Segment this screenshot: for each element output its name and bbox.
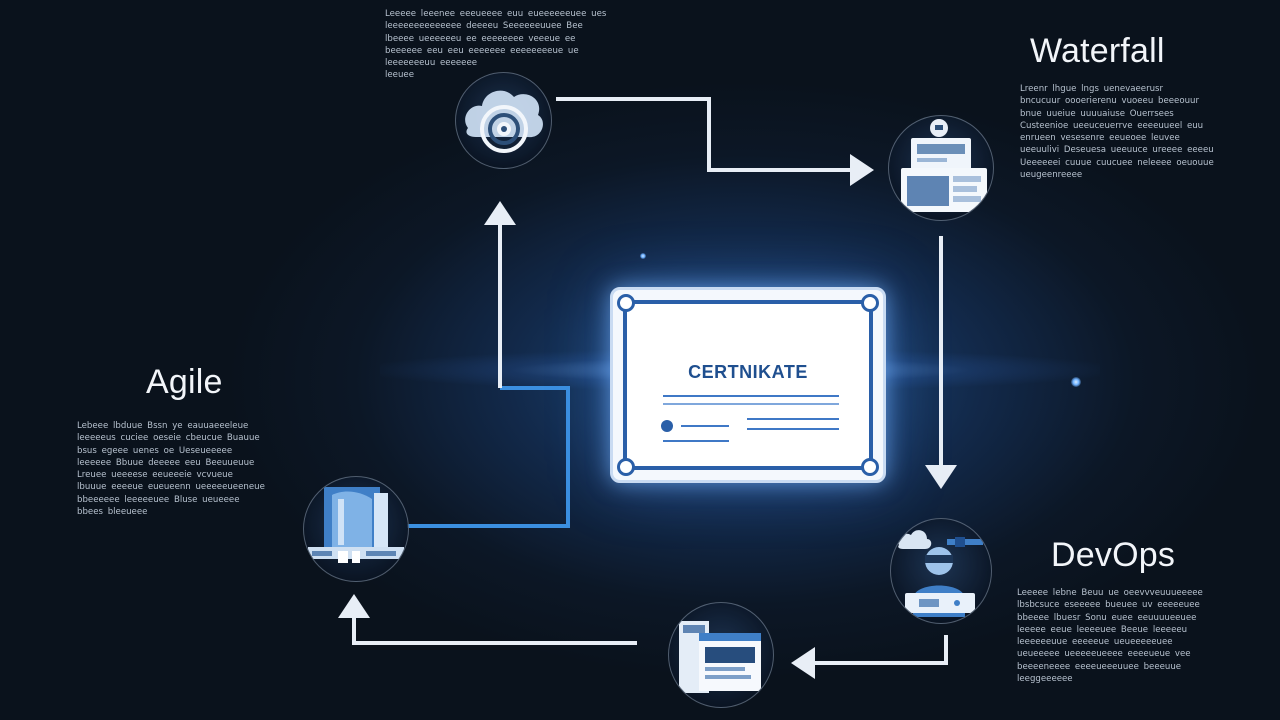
cloud-target-icon xyxy=(465,90,543,153)
engineer-cloud-icon xyxy=(898,530,983,617)
corner-ornament xyxy=(861,458,879,476)
node-bottom[interactable] xyxy=(668,602,774,708)
agile-description: Lebeee lbduue Bssn ye eauuaeeeleue leeee… xyxy=(77,421,265,518)
certificate-line xyxy=(663,395,839,397)
node-devops[interactable] xyxy=(890,518,992,624)
certificate-card[interactable]: CERTNIKATE xyxy=(610,287,886,483)
certificate-line xyxy=(747,418,839,420)
node-top[interactable] xyxy=(455,72,552,169)
certificate-line xyxy=(663,403,839,405)
devops-heading: DevOps xyxy=(1051,536,1176,574)
top-description: Leeeee leeenee eeeueeee euu eueeeeeeuee … xyxy=(385,9,607,81)
certificate-line xyxy=(663,440,729,442)
monitor-stack-icon xyxy=(901,119,987,212)
devops-description: Leeeee lebne Beuu ue oeevvveuuueeeee lbs… xyxy=(1017,588,1203,685)
arrow-devops-to-bottom xyxy=(791,635,948,679)
certificate-line xyxy=(747,428,839,430)
sparkle-dot xyxy=(640,253,646,259)
server-tower-icon xyxy=(308,487,404,563)
node-agile[interactable] xyxy=(303,476,409,582)
certificate-border: CERTNIKATE xyxy=(617,294,879,476)
node-waterfall[interactable] xyxy=(888,115,994,221)
connector-agile-blue xyxy=(407,386,570,528)
corner-ornament xyxy=(617,458,635,476)
waterfall-heading: Waterfall xyxy=(1030,32,1165,70)
agile-heading: Agile xyxy=(146,363,223,401)
waterfall-description: Lreenr lhgue lngs uenevaeerusr bncucuur … xyxy=(1020,84,1214,181)
arrow-bottom-to-agile xyxy=(338,594,637,645)
document-window-icon xyxy=(679,621,761,693)
certificate-line xyxy=(681,425,729,427)
arrow-top-to-waterfall xyxy=(556,97,874,186)
certificate-seal-icon xyxy=(661,420,673,432)
certificate-title: CERTNIKATE xyxy=(688,362,808,382)
sparkle-dot xyxy=(1071,377,1081,387)
corner-ornament xyxy=(617,294,635,312)
corner-ornament xyxy=(861,294,879,312)
